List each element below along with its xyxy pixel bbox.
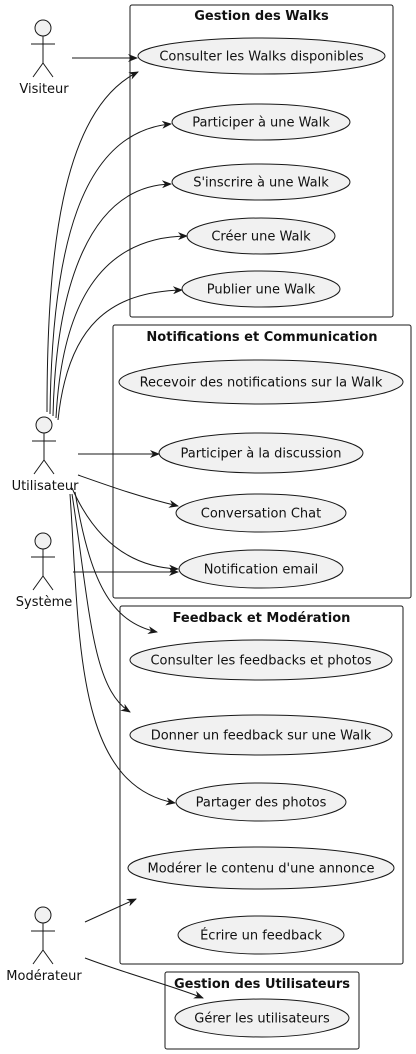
usecase-label: Notification email [204,563,319,578]
usecase-participer-discussion: Participer à la discussion [158,432,364,474]
actor-head [34,19,52,37]
actor-label-visiteur: Visiteur [19,82,69,97]
usecase-participer-walk: Participer à une Walk [171,103,351,141]
usecase-label: Conversation Chat [201,507,321,522]
usecase-label: Recevoir des notifications sur la Walk [140,376,383,391]
actor-label-moderateur: Modérateur [6,969,82,984]
package-title-feedback: Feedback et Modération [173,611,351,626]
edge-utilisateur-creer [55,232,188,419]
usecase-publier-walk: Publier une Walk [181,270,341,308]
edge-utilisateur-email [71,487,179,573]
edge-utilisateur-publier [57,286,183,421]
edge-utilisateur-donner-feedback [71,493,131,713]
actor-label-systeme: Système [16,595,72,610]
usecase-label: Modérer le contenu d'une annonce [148,862,375,877]
edge-utilisateur-participer [49,120,172,415]
edge-utilisateur-inscrire [52,180,172,417]
actor-head [34,532,52,550]
edge-utilisateur-photos [69,493,176,806]
usecase-label: Donner un feedback sur une Walk [151,729,372,744]
usecase-moderer-contenu: Modérer le contenu d'une annonce [127,846,395,890]
usecase-consulter-walks: Consulter les Walks disponibles [137,37,386,75]
actor-systeme [31,532,55,591]
edge-moderateur-moderer [84,898,137,923]
actor-head [35,416,53,434]
usecase-label: Partager des photos [196,796,327,811]
usecase-label: Participer à la discussion [181,447,342,462]
usecase-consulter-feedbacks: Consulter les feedbacks et photos [129,639,393,681]
edge-utilisateur-feedbacks [74,491,158,635]
actor-utilisateur [32,416,56,475]
package-gestion-walks: Gestion des Walks [129,4,394,318]
edge-moderateur-gerer [84,957,204,999]
usecase-partager-photos: Partager des photos [175,782,347,822]
package-title-users: Gestion des Utilisateurs [174,977,350,992]
package-feedback: Feedback et Modération [119,605,404,965]
actor-head [34,906,52,924]
usecase-gerer-utilisateurs: Gérer les utilisateurs [174,998,350,1038]
package-notifications: Notifications et Communication [112,324,412,599]
edge-utilisateur-consulter [46,71,139,413]
actor-visiteur [31,19,55,78]
usecase-label: Publier une Walk [207,283,316,298]
package-title-notifications: Notifications et Communication [146,330,377,345]
usecase-creer-walk: Créer une Walk [186,217,336,255]
usecase-label: S'inscrire à une Walk [193,176,329,191]
edge-utilisateur-chat [77,474,179,508]
usecase-label: Consulter les feedbacks et photos [150,654,371,669]
usecase-conversation-chat: Conversation Chat [175,493,347,533]
usecase-donner-feedback: Donner un feedback sur une Walk [129,714,393,756]
usecase-label: Créer une Walk [211,230,311,245]
usecase-label: Participer à une Walk [192,116,330,131]
usecase-label: Consulter les Walks disponibles [159,50,364,65]
actor-label-utilisateur: Utilisateur [12,479,80,494]
usecase-inscrire-walk: S'inscrire à une Walk [171,163,351,201]
usecase-label: Écrire un feedback [200,928,322,944]
usecase-notification-email: Notification email [178,549,344,589]
usecase-label: Gérer les utilisateurs [194,1012,330,1027]
package-title-walks: Gestion des Walks [194,9,329,24]
package-utilisateurs: Gestion des Utilisateurs [164,971,360,1050]
usecase-recevoir-notifications: Recevoir des notifications sur la Walk [118,359,404,405]
usecase-ecrire-feedback: Écrire un feedback [177,915,345,955]
actor-moderateur [31,906,55,965]
